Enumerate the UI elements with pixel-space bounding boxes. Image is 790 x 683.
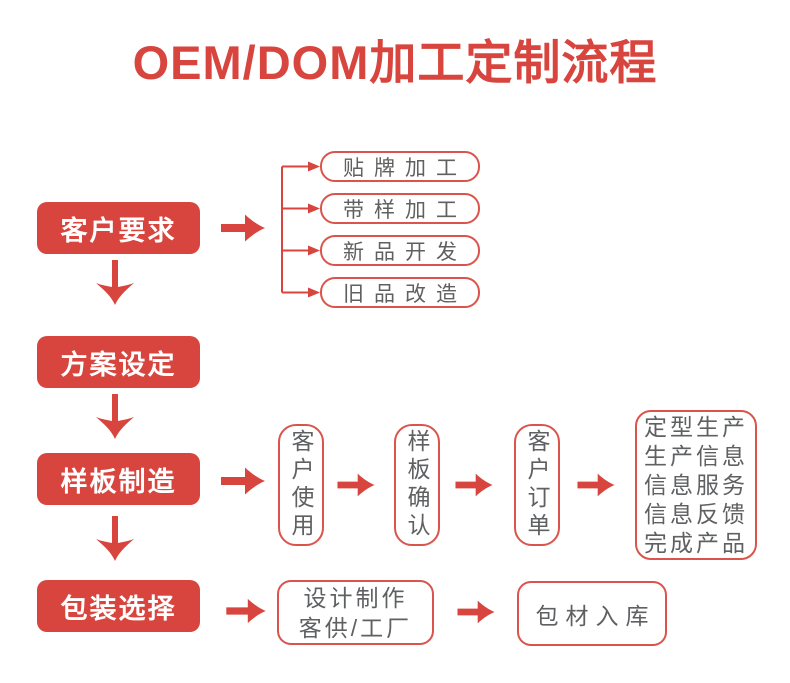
right-arrow-icon <box>226 598 266 624</box>
right-arrow-icon <box>221 214 265 242</box>
stage-customer-requirements: 客户要求 <box>37 202 200 254</box>
production-line: 信息服务 <box>644 471 748 498</box>
down-arrow-icon <box>96 260 134 305</box>
production-line: 信息反馈 <box>644 500 748 527</box>
production-line: 生产信息 <box>644 442 748 469</box>
stage-sample-manufacturing: 样板制造 <box>37 453 200 505</box>
option-oem-processing: 贴牌加工 <box>320 151 480 182</box>
step-customer-use: 客户使用 <box>278 424 324 546</box>
right-arrow-icon <box>455 473 493 497</box>
branch-connector-icon <box>281 161 320 298</box>
right-arrow-icon <box>457 600 495 624</box>
right-arrow-icon <box>577 473 615 497</box>
design-production-box: 设计制作 客供/工厂 <box>277 580 434 645</box>
production-line: 定型生产 <box>644 413 748 440</box>
option-sample-processing: 带样加工 <box>320 193 480 224</box>
right-arrow-icon <box>337 473 375 497</box>
down-arrow-icon <box>96 394 134 439</box>
design-box-line: 客供/工厂 <box>298 614 413 641</box>
stage-plan-setting: 方案设定 <box>37 336 200 388</box>
production-line: 完成产品 <box>644 529 748 556</box>
page-title: OEM/DOM加工定制流程 <box>132 36 658 89</box>
option-new-product: 新品开发 <box>320 235 480 266</box>
step-customer-order: 客户订单 <box>514 424 560 546</box>
option-old-product: 旧品改造 <box>320 277 480 308</box>
production-info-box: 定型生产 生产信息 信息服务 信息反馈 完成产品 <box>635 410 757 560</box>
down-arrow-icon <box>96 516 134 561</box>
right-arrow-icon <box>221 467 265 495</box>
step-sample-confirm: 样板确认 <box>394 424 440 546</box>
design-box-line: 设计制作 <box>303 584 408 611</box>
stage-packaging-selection: 包装选择 <box>37 580 200 632</box>
packing-warehouse-box: 包材入库 <box>517 581 667 646</box>
